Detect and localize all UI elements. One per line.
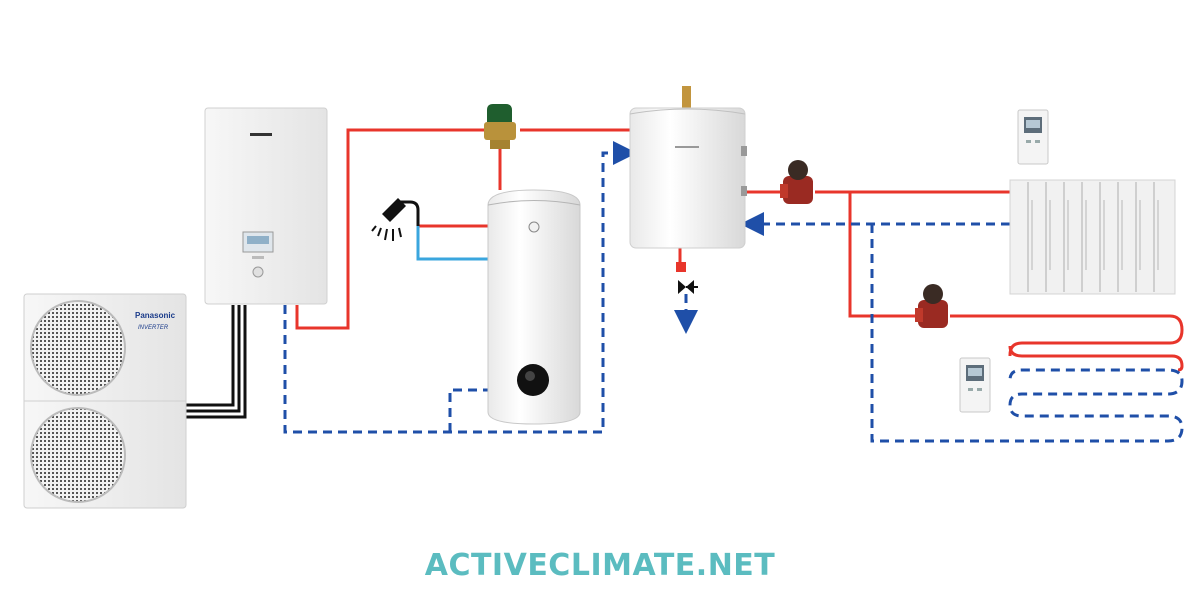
refrigerant-lines — [185, 305, 247, 419]
room-thermostat-icon — [1017, 109, 1049, 165]
circulation-pump-icon — [915, 284, 948, 328]
underfloor-heating-loop-icon — [1005, 310, 1187, 445]
buffer-tank-icon — [629, 86, 747, 249]
indoor-hydro-module-icon — [204, 107, 328, 305]
shower-head-icon — [371, 198, 420, 241]
return-pipes — [283, 141, 1184, 443]
outdoor-sub-logo: INVERTER — [138, 325, 169, 331]
fan-grille-top — [30, 300, 126, 396]
pipes — [185, 128, 1184, 443]
cold-water-pipe — [416, 226, 488, 261]
fan-grille-bottom — [30, 407, 126, 503]
three-way-valve-icon — [484, 104, 516, 149]
dhw-cylinder-icon — [487, 189, 581, 425]
outdoor-brand-logo: Panasonic — [135, 311, 176, 320]
drain-valve-icon — [676, 262, 698, 294]
room-thermostat-icon — [959, 357, 991, 413]
outdoor-heat-pump-icon: Panasonic INVERTER — [23, 293, 187, 509]
flow-pipes — [295, 128, 1184, 372]
site-name: ACTIVECLIMATE.NET — [424, 548, 776, 583]
circulation-pump-icon — [780, 160, 813, 204]
radiator-icon — [1009, 179, 1176, 295]
